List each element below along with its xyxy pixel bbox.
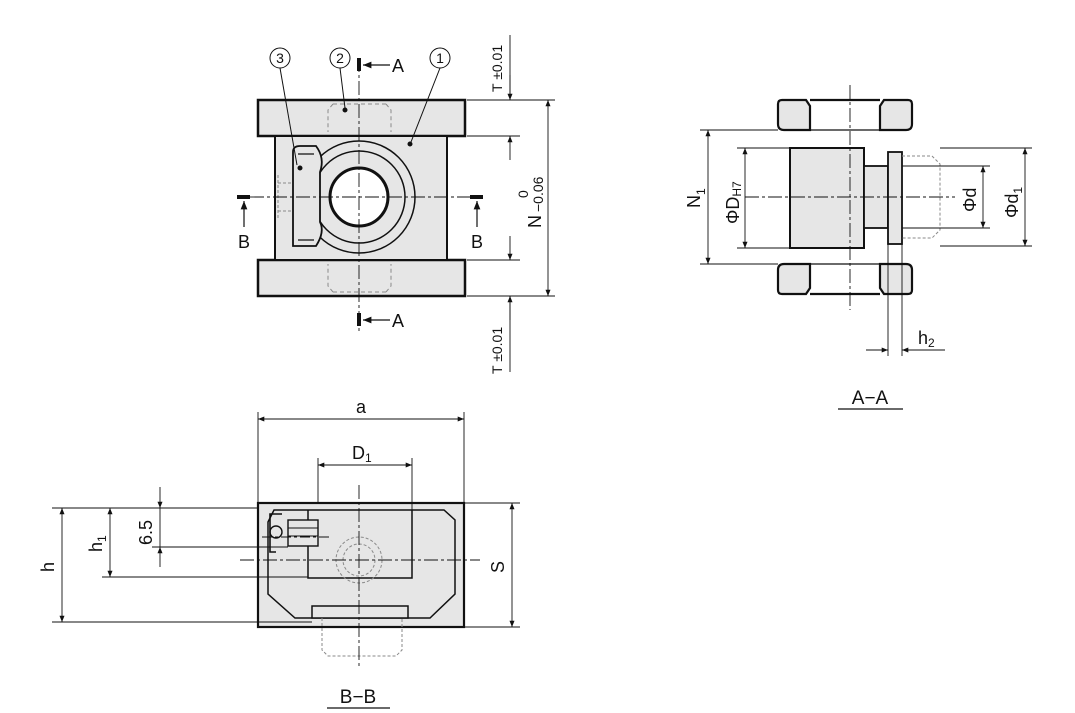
dim-dh7-text: ΦDH7 bbox=[723, 181, 744, 224]
dim-n1-main: N bbox=[684, 195, 704, 208]
bb-screw-body bbox=[287, 519, 319, 547]
dim-a-text: a bbox=[356, 397, 367, 417]
bb-bottom-slide bbox=[311, 605, 409, 619]
hidden-recess-bottom bbox=[327, 264, 392, 293]
screw-hidden bbox=[277, 175, 292, 220]
dim-n-main: N bbox=[525, 215, 545, 228]
svg-text:N1: N1 bbox=[684, 188, 708, 208]
svg-text:h1: h1 bbox=[86, 535, 109, 552]
dim-h1-main: h bbox=[86, 542, 106, 552]
dim-d1-main: D bbox=[352, 443, 365, 463]
dim-h2-text: h2 bbox=[918, 328, 935, 350]
callout-2-number: 2 bbox=[336, 50, 344, 66]
dim-h1-sub: 1 bbox=[95, 535, 109, 542]
aa-top-right-flange bbox=[878, 98, 914, 132]
section-b-marker-left bbox=[237, 195, 250, 199]
aa-bore-body bbox=[789, 147, 865, 249]
section-bb-title: B−B bbox=[340, 687, 376, 708]
dim-n1-sub: 1 bbox=[694, 188, 708, 195]
lock-lever-inner bbox=[298, 153, 314, 241]
dim-phi-d-main: Φd bbox=[960, 188, 980, 212]
dim-6-5-main: 6.5 bbox=[136, 520, 156, 545]
aa-hidden-cap bbox=[902, 155, 941, 239]
top-view bbox=[237, 35, 555, 372]
dim-6-5-text: 6.5 bbox=[136, 520, 156, 545]
section-b-label-right: B bbox=[471, 232, 483, 252]
callout-2-circle bbox=[329, 47, 351, 69]
section-aa-view bbox=[700, 85, 1032, 410]
plate-marker-dot bbox=[342, 107, 348, 113]
lock-lever bbox=[292, 145, 323, 247]
hidden-recess-top bbox=[327, 103, 392, 132]
bottom-clamp-plate bbox=[256, 258, 467, 298]
dim-phi-d-text: Φd bbox=[960, 188, 980, 212]
aa-bottom-left-flange bbox=[776, 262, 812, 296]
callout-1-number: 1 bbox=[436, 50, 444, 66]
callout-3-leader bbox=[279, 67, 298, 166]
dim-dh7-main: ΦD bbox=[723, 197, 743, 224]
callout-3-number: 3 bbox=[276, 50, 284, 66]
aa-right-plate bbox=[887, 151, 903, 245]
callout-1-leader bbox=[410, 67, 441, 143]
dim-s-text: S bbox=[488, 561, 508, 573]
svg-text:Φd1: Φd1 bbox=[1002, 187, 1025, 218]
dim-h-text: h bbox=[38, 562, 58, 572]
section-b-label-left: B bbox=[238, 232, 250, 252]
dim-n1-text: N1 bbox=[684, 188, 708, 208]
dim-h2-sub: 2 bbox=[928, 336, 935, 350]
section-a-marker-bottom bbox=[357, 313, 361, 326]
dim-s-main: S bbox=[488, 561, 508, 573]
dim-h-main: h bbox=[38, 562, 58, 572]
dim-t-top-text: T ±0.01 bbox=[489, 45, 505, 92]
lever-pin bbox=[297, 165, 303, 171]
section-aa-title: A−A bbox=[852, 388, 889, 409]
svg-text:ΦDH7: ΦDH7 bbox=[723, 181, 744, 224]
section-a-label-bottom: A bbox=[392, 311, 404, 331]
section-a-label-top: A bbox=[392, 56, 404, 76]
dim-n-text: N 0 −0.06 bbox=[515, 176, 546, 228]
dim-phi-d1-main: Φd bbox=[1002, 194, 1022, 218]
aa-top-left-flange bbox=[776, 98, 812, 132]
dim-t-bottom-text: T ±0.01 bbox=[489, 327, 505, 374]
dim-dh7-sub: H7 bbox=[730, 181, 744, 197]
section-b-marker-right bbox=[470, 195, 483, 199]
dim-phi-d1-sub: 1 bbox=[1011, 187, 1025, 194]
dim-h1-text: h1 bbox=[86, 535, 109, 552]
bb-hidden-stem bbox=[321, 618, 403, 657]
dim-d1-text: D1 bbox=[352, 443, 372, 465]
callout-3-circle bbox=[269, 47, 291, 69]
section-bb-view bbox=[52, 412, 520, 709]
dim-h2-main: h bbox=[918, 328, 928, 348]
dim-phi-d1-text: Φd1 bbox=[1002, 187, 1025, 218]
bore-marker-dot bbox=[407, 141, 413, 147]
section-a-marker-top bbox=[357, 58, 361, 71]
dim-d1-sub: 1 bbox=[365, 451, 372, 465]
dim-n-lower-tol: −0.06 bbox=[530, 176, 546, 212]
aa-bottom-right-flange bbox=[878, 262, 914, 296]
callout-2-leader bbox=[339, 67, 346, 109]
dim-n-upper-tol: 0 bbox=[515, 190, 531, 198]
bb-screw-head bbox=[269, 525, 283, 539]
callout-1-circle bbox=[429, 47, 451, 69]
